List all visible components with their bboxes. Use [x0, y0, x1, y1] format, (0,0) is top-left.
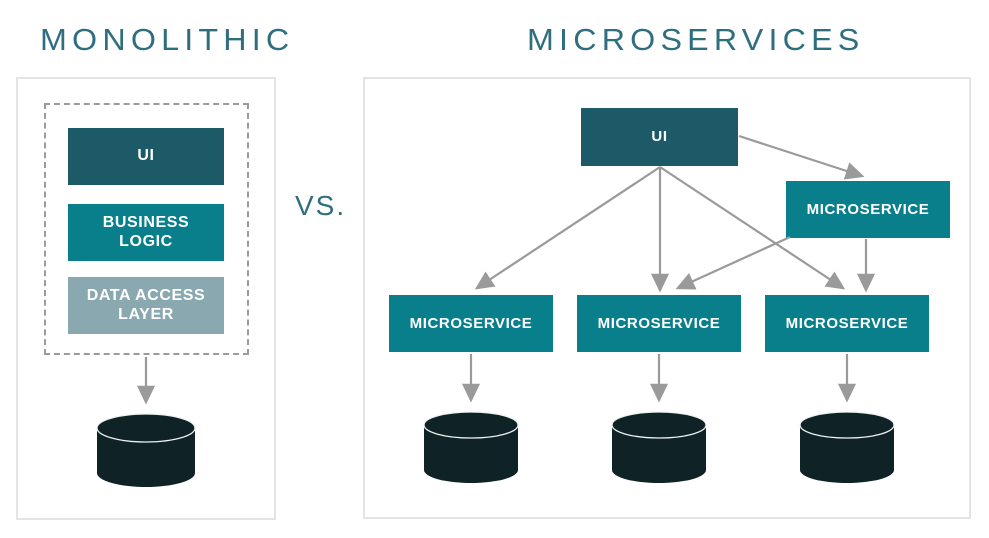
microservice-node-bottom-right-label: MICROSERVICE	[785, 314, 909, 332]
data-access-line1: DATA ACCESS	[86, 286, 206, 304]
microservice-node-bottom-left[interactable]: MICROSERVICE	[389, 295, 553, 352]
business-logic-line1: BUSINESS	[102, 213, 190, 231]
monolith-layer-business-logic[interactable]: BUSINESS LOGIC	[68, 204, 224, 261]
monolith-layer-ui[interactable]: UI	[68, 128, 224, 185]
versus-label: VS.	[295, 190, 347, 221]
microservice-node-bottom-center[interactable]: MICROSERVICE	[577, 295, 741, 352]
microservices-title: MICROSERVICES	[527, 22, 865, 57]
microservice-node-bottom-right[interactable]: MICROSERVICE	[765, 295, 929, 352]
monolithic-title: MONOLITHIC	[40, 22, 295, 57]
microservice-node-top-right-label: MICROSERVICE	[806, 200, 930, 218]
microservice-node-bottom-center-label: MICROSERVICE	[597, 314, 721, 332]
microservices-ui-node[interactable]: UI	[581, 108, 738, 166]
monolith-layer-business-logic-label: BUSINESS LOGIC	[103, 214, 190, 252]
microservice-node-top-right[interactable]: MICROSERVICE	[786, 181, 950, 238]
business-logic-line2: LOGIC	[119, 232, 173, 250]
microservices-ui-label: UI	[651, 128, 668, 146]
microservice-node-bottom-left-label: MICROSERVICE	[409, 314, 533, 332]
monolith-boundary-dashed-box	[44, 103, 249, 355]
monolith-layer-data-access-label: DATA ACCESS LAYER	[87, 287, 206, 325]
monolith-layer-ui-label: UI	[137, 147, 155, 165]
monolith-layer-data-access[interactable]: DATA ACCESS LAYER	[68, 277, 224, 334]
data-access-line2: LAYER	[118, 305, 174, 323]
